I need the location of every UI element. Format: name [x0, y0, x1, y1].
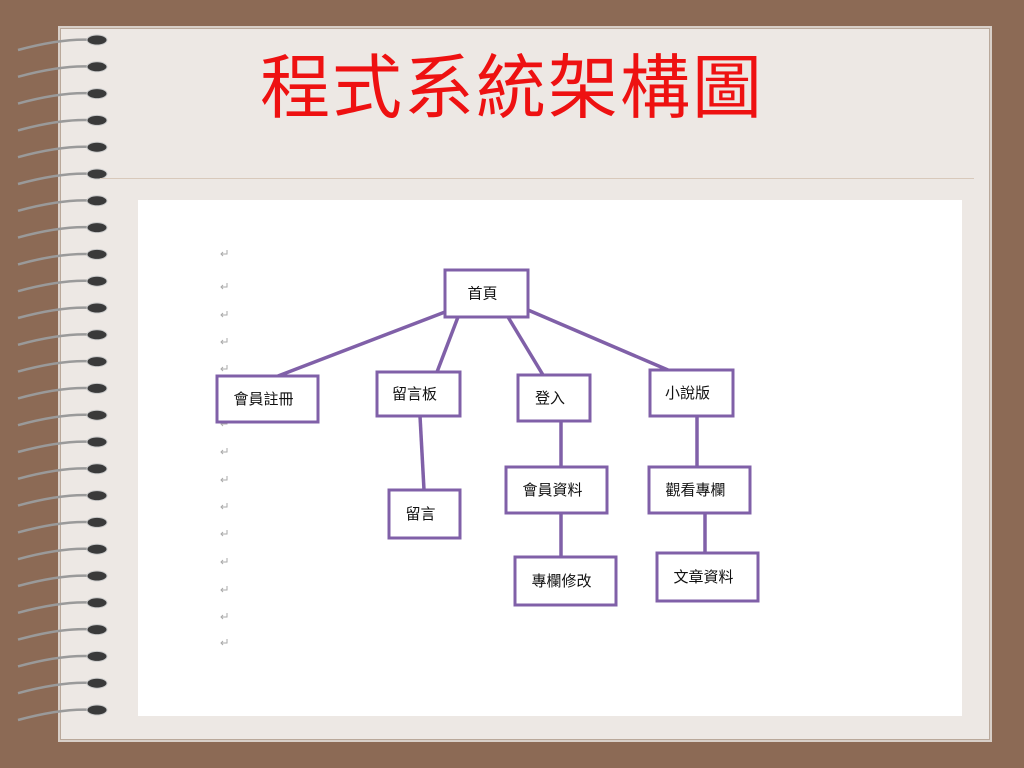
- binding-hole: [86, 168, 108, 180]
- title-divider: [100, 178, 974, 179]
- binding-hole: [86, 463, 108, 475]
- node-label: 文章資料: [673, 568, 733, 586]
- binding-hole: [86, 409, 108, 421]
- binding-hole: [86, 356, 108, 368]
- binding-hole: [86, 329, 108, 341]
- paragraph-mark: [220, 448, 228, 455]
- paragraph-mark: [220, 558, 228, 565]
- binding-hole: [86, 650, 108, 662]
- edge-home-novel: [527, 308, 669, 372]
- binding-hole: [86, 516, 108, 528]
- binding-hole: [86, 436, 108, 448]
- paragraph-mark: [220, 250, 228, 257]
- paragraph-mark: [220, 503, 228, 510]
- diagram-canvas: [138, 200, 962, 716]
- node-article-data: 文章資料: [655, 551, 760, 603]
- binding-hole: [86, 275, 108, 287]
- node-member-data: 會員資料: [504, 465, 609, 515]
- binding-hole: [86, 570, 108, 582]
- node-novel: 小說版: [648, 368, 735, 418]
- node-login: 登入: [516, 373, 592, 423]
- node-label: 小說版: [665, 384, 710, 402]
- binding-hole: [86, 88, 108, 100]
- node-box: [504, 465, 609, 515]
- node-box: [513, 555, 618, 607]
- binding-hole: [86, 624, 108, 636]
- spiral-binding: [17, 34, 108, 722]
- paragraph-mark: [220, 476, 228, 483]
- paragraph-mark: [220, 586, 228, 593]
- binding-hole: [86, 222, 108, 234]
- edge-home-register: [277, 310, 446, 378]
- paragraph-mark: [220, 338, 228, 345]
- node-view-column: 觀看專欄: [647, 465, 752, 515]
- paragraph-mark: [220, 530, 228, 537]
- binding-hole: [86, 61, 108, 73]
- binding-hole: [86, 34, 108, 46]
- node-label: 登入: [535, 389, 565, 407]
- binding-hole: [86, 677, 108, 689]
- edge-board-message: [418, 415, 426, 491]
- node-box: [655, 551, 760, 603]
- paragraph-mark: [220, 613, 228, 620]
- node-label: 專欄修改: [531, 572, 591, 590]
- node-home: 首頁: [443, 268, 530, 319]
- node-box: [387, 488, 462, 540]
- binding-hole: [86, 543, 108, 555]
- binding-hole: [86, 248, 108, 260]
- paragraph-mark: [220, 365, 228, 372]
- node-box: [215, 374, 320, 424]
- node-label: 觀看專欄: [665, 481, 725, 499]
- paragraph-mark: [220, 311, 228, 318]
- node-edit-column: 專欄修改: [513, 555, 618, 607]
- binding-hole: [86, 490, 108, 502]
- node-box: [648, 368, 735, 418]
- edge-home-board: [435, 316, 460, 373]
- node-message: 留言: [387, 488, 462, 540]
- node-register: 會員註冊: [215, 374, 320, 424]
- node-label: 留言: [405, 505, 435, 523]
- binding-hole: [86, 704, 108, 716]
- binding-hole: [86, 141, 108, 153]
- node-board: 留言板: [375, 370, 462, 418]
- node-label: 會員註冊: [233, 390, 293, 408]
- binding-hole: [86, 382, 108, 394]
- node-label: 首頁: [467, 285, 497, 303]
- paragraph-mark: [220, 639, 228, 646]
- binding-hole: [86, 302, 108, 314]
- node-box: [443, 268, 530, 319]
- node-label: 會員資料: [522, 481, 582, 499]
- node-box: [647, 465, 752, 515]
- binding-hole: [86, 597, 108, 609]
- node-box: [375, 370, 462, 418]
- node-box: [516, 373, 592, 423]
- binding-hole: [86, 114, 108, 126]
- page-title: 程式系統架構圖: [260, 47, 764, 129]
- node-label: 留言板: [392, 385, 437, 403]
- binding-hole: [86, 195, 108, 207]
- edge-home-login: [506, 316, 545, 376]
- paragraph-mark: [220, 283, 228, 290]
